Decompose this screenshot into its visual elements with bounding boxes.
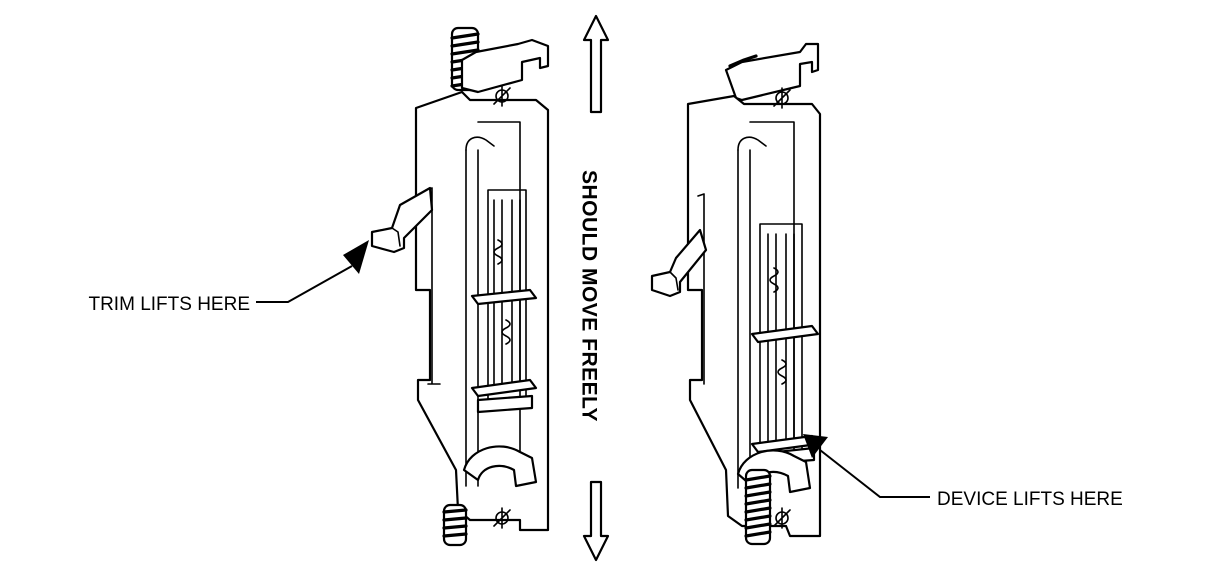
right-crosshair-top [773, 87, 791, 109]
trim-lift-callout: TRIM LIFTS HERE [88, 240, 369, 315]
right-bottom-screw [744, 468, 772, 546]
device-leader-line [819, 449, 930, 498]
device-lift-callout: DEVICE LIFTS HERE [803, 434, 1123, 510]
right-assembly [650, 42, 822, 546]
left-crosshair-top [493, 85, 511, 107]
right-crosshair-bottom [773, 507, 791, 529]
left-bottom-screw [442, 503, 468, 547]
down-arrow-icon [582, 480, 610, 562]
up-arrow-icon [582, 14, 610, 114]
trim-leader-line [256, 265, 353, 303]
movement-label: SHOULD MOVE FREELY [577, 170, 600, 422]
left-crosshair-bottom [493, 507, 511, 529]
device-pointer-icon [803, 434, 828, 458]
left-assembly [370, 26, 550, 547]
device-lift-label: DEVICE LIFTS HERE [937, 489, 1123, 510]
trim-lift-label: TRIM LIFTS HERE [88, 294, 250, 315]
trim-pointer-icon [343, 240, 369, 274]
